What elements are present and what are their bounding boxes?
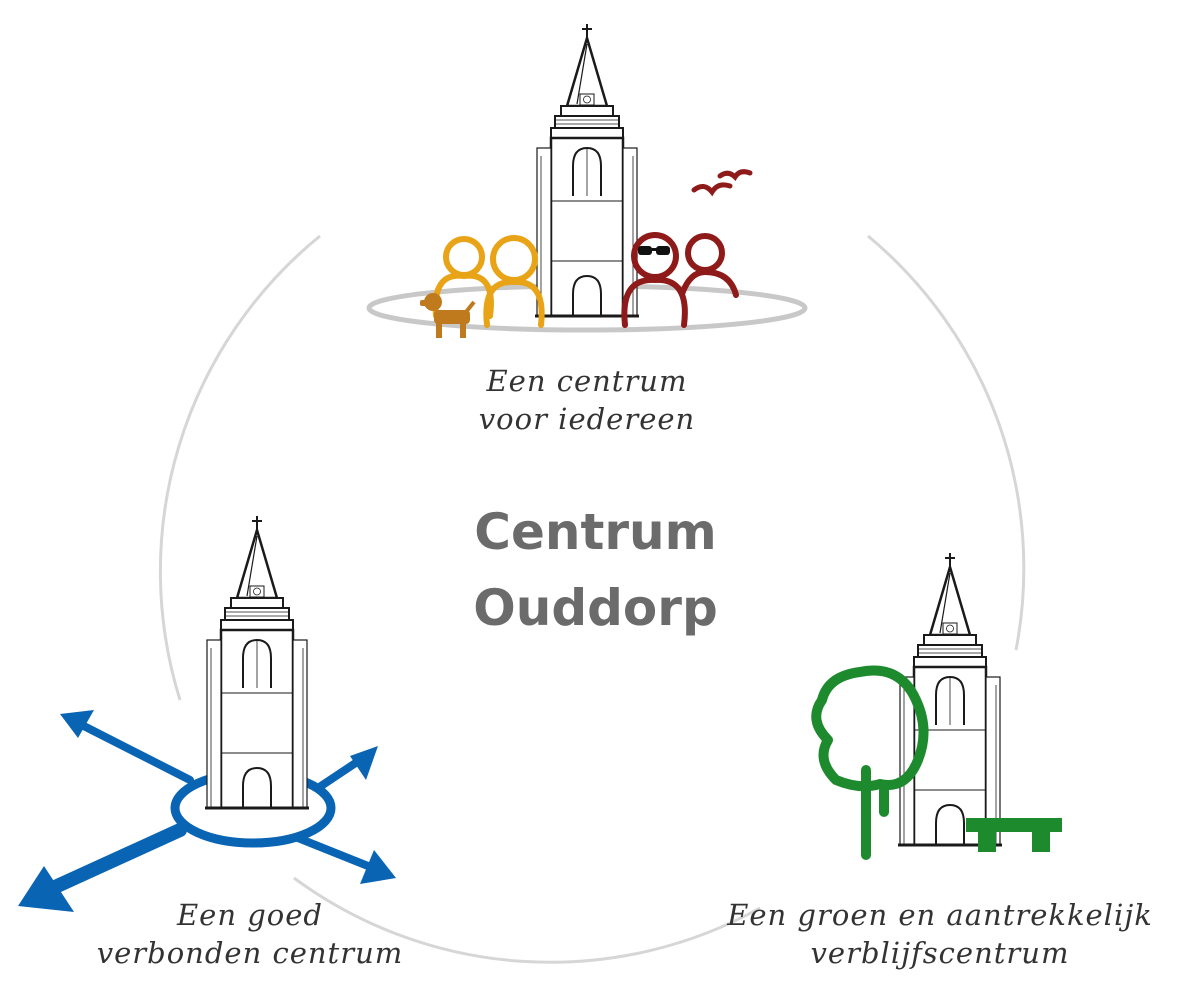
church-tower-icon — [203, 514, 311, 810]
left-cluster — [18, 514, 396, 912]
church-tower-icon — [533, 22, 641, 318]
caption-top: Een centrum voor iedereen — [430, 362, 744, 438]
caption-right-line-2: verblijfscentrum — [810, 936, 1070, 970]
dog-icon — [420, 293, 476, 338]
right-cluster — [811, 551, 1062, 860]
caption-left: Een goed verbonden centrum — [90, 896, 410, 972]
birds-icon — [691, 169, 753, 197]
background-ring — [158, 234, 1026, 964]
title-line-1: Centrum — [474, 503, 717, 561]
caption-right: Een groen en aantrekkelijk verblijfscent… — [700, 896, 1180, 972]
caption-top-line-1: Een centrum — [486, 364, 688, 398]
caption-left-line-1: Een goed — [177, 898, 323, 932]
sunglasses-icon — [638, 246, 670, 255]
caption-left-line-2: verbonden centrum — [96, 936, 404, 970]
title-line-2: Ouddorp — [473, 579, 718, 637]
people-icon — [621, 232, 739, 328]
top-cluster — [366, 22, 808, 338]
bench-icon — [966, 818, 1062, 852]
caption-right-line-1: Een groen en aantrekkelijk — [727, 898, 1153, 932]
tree-icon — [811, 665, 929, 860]
caption-top-line-2: voor iedereen — [478, 402, 696, 436]
